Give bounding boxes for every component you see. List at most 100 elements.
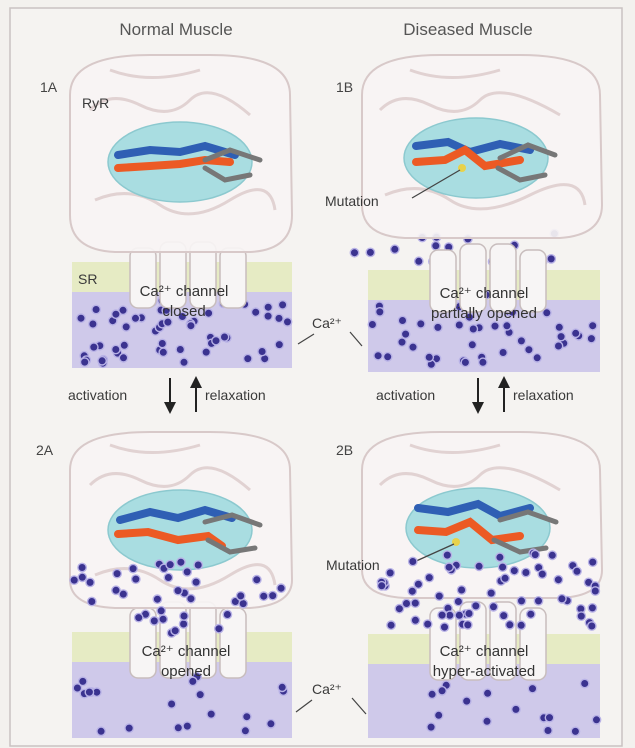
calcium-ion: [187, 322, 195, 330]
calcium-ion: [424, 620, 432, 628]
calcium-ion: [384, 353, 392, 361]
calcium-ion: [573, 567, 581, 575]
calcium-ion: [183, 568, 191, 576]
calcium-ion: [589, 322, 597, 330]
calcium-ion: [386, 569, 394, 577]
channel-state-line1: Ca²⁺ channel: [440, 643, 529, 660]
calcium-ion: [435, 711, 443, 719]
calcium-ion: [464, 621, 472, 629]
calcium-ion: [196, 690, 204, 698]
calcium-ion: [483, 689, 491, 697]
calcium-ion: [180, 358, 188, 366]
relaxation-label: relaxation: [513, 387, 574, 403]
calcium-ion: [528, 684, 536, 692]
calcium-ion: [434, 323, 442, 331]
calcium-ion: [267, 720, 275, 728]
channel-state-line2: closed: [162, 303, 205, 320]
calcium-ion: [517, 597, 525, 605]
calcium-ion: [275, 314, 283, 322]
calcium-ion: [258, 347, 266, 355]
calcium-ion: [132, 575, 140, 583]
calcium-ion: [510, 567, 518, 575]
calcium-ion: [97, 727, 105, 735]
sr-label: SR: [78, 271, 97, 287]
calcium-ion: [207, 710, 215, 718]
calcium-ion: [465, 609, 473, 617]
calcium-ion: [244, 354, 252, 362]
calcium-ion: [457, 586, 465, 594]
calcium-ion: [531, 550, 539, 558]
calcium-ion: [409, 557, 417, 565]
calcium-ion: [572, 329, 580, 337]
calcium-ion: [122, 323, 130, 331]
channel-state-line1: Ca²⁺ channel: [140, 283, 229, 300]
panel-2a: 2A Ca²⁺ channel opened: [36, 432, 292, 738]
calcium-ion: [157, 607, 165, 615]
channel-state-line2: hyper-activated: [433, 663, 536, 680]
calcium-ion: [479, 358, 487, 366]
calcium-ion: [90, 343, 98, 351]
calcium-ion: [243, 713, 251, 721]
calcium-ion: [534, 597, 542, 605]
calcium-ion: [463, 697, 471, 705]
panel-1a: 1A RyR SR Ca²⁺ channel closed: [40, 55, 292, 368]
panel-id-2b: 2B: [336, 442, 353, 458]
calcium-ion: [241, 727, 249, 735]
calcium-ion: [174, 724, 182, 732]
calcium-ion: [278, 301, 286, 309]
calcium-ion: [500, 611, 508, 619]
calcium-ion: [475, 562, 483, 570]
calcium-ion: [435, 592, 443, 600]
calcium-ion: [183, 722, 191, 730]
calcium-ion: [368, 320, 376, 328]
calcium-ion: [278, 683, 286, 691]
calcium-ion: [253, 576, 261, 584]
panel-id-2a: 2A: [36, 442, 54, 458]
calcium-ion: [177, 558, 185, 566]
calcium-ion: [503, 322, 511, 330]
calcium-ion: [158, 339, 166, 347]
calcium-ion: [180, 612, 188, 620]
calcium-ion: [461, 358, 469, 366]
calcium-ion: [252, 308, 260, 316]
calcium-ion: [374, 352, 382, 360]
calcium-ion: [517, 337, 525, 345]
calcium-ion: [89, 320, 97, 328]
calcium-ion: [398, 316, 406, 324]
calcium-ion: [113, 569, 121, 577]
calcium-ion: [150, 617, 158, 625]
calcium-ion: [445, 563, 453, 571]
calcium-ion: [408, 587, 416, 595]
calcium-ion: [78, 563, 86, 571]
calcium-ion: [571, 727, 579, 735]
calcium-ion: [264, 312, 272, 320]
calcium-ion: [277, 584, 285, 592]
calcium-ion: [454, 597, 462, 605]
calcium-ion: [496, 553, 504, 561]
calcium-ion: [98, 357, 106, 365]
calcium-ion: [469, 325, 477, 333]
calcium-ion: [525, 346, 533, 354]
ca-ion-label-top: Ca²⁺: [312, 315, 342, 331]
calcium-ion: [81, 358, 89, 366]
calcium-ion: [264, 303, 272, 311]
calcium-ion: [187, 595, 195, 603]
calcium-ion: [153, 595, 161, 603]
calcium-ion: [533, 354, 541, 362]
calcium-ion: [548, 551, 556, 559]
calcium-ion: [174, 586, 182, 594]
calcium-ion: [498, 563, 506, 571]
calcium-ion: [112, 586, 120, 594]
calcium-ion: [112, 345, 120, 353]
calcium-ion: [545, 713, 553, 721]
calcium-ion: [159, 615, 167, 623]
calcium-ion: [491, 322, 499, 330]
calcium-ion: [395, 605, 403, 613]
calcium-ion: [440, 623, 448, 631]
calcium-ion: [131, 314, 139, 322]
calcium-ion: [589, 558, 597, 566]
calcium-ion: [129, 564, 137, 572]
calcium-ion: [527, 610, 535, 618]
calcium-ion: [179, 620, 187, 628]
calcium-ion: [499, 348, 507, 356]
